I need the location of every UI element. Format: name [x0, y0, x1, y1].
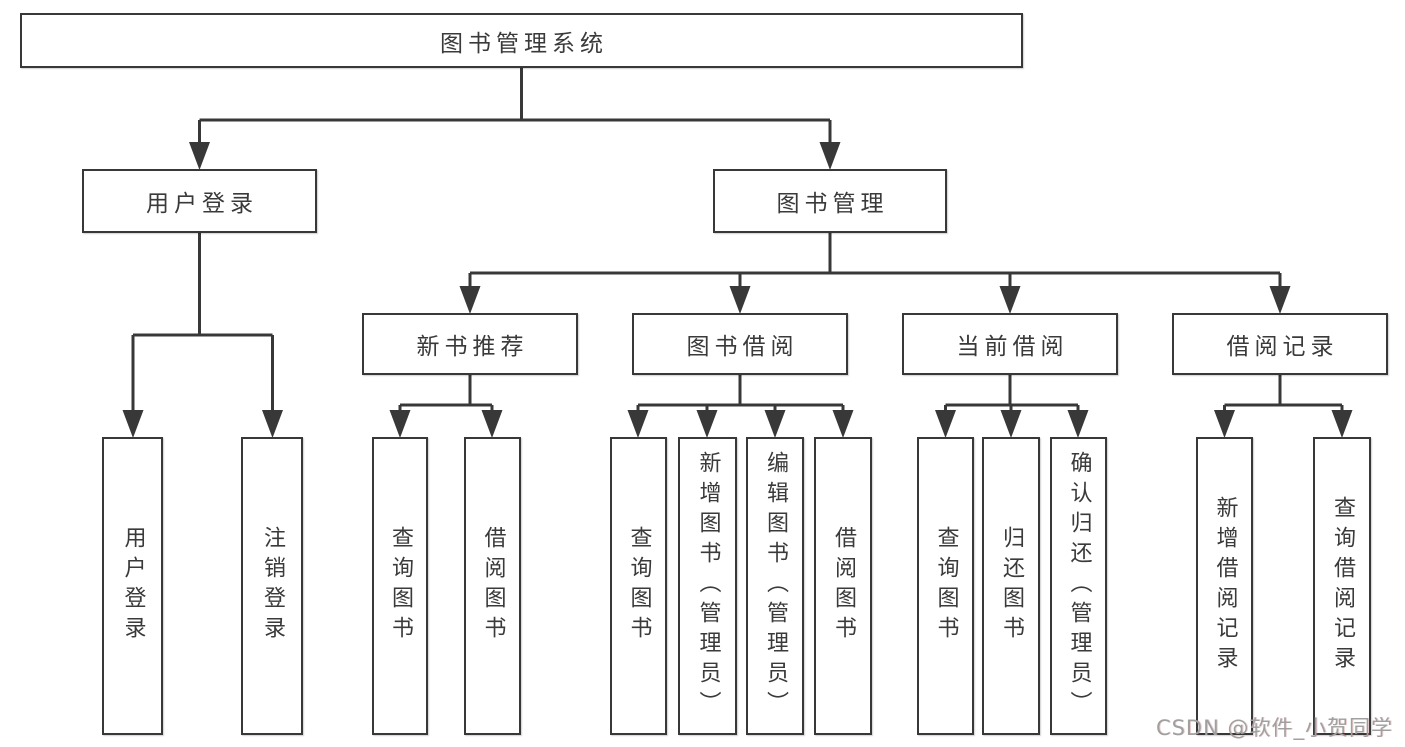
leaf-add-borrow-record-label: 新增借阅记录	[1212, 496, 1238, 676]
arrowhead-icon	[627, 410, 649, 438]
node-book-borrowing: 图书借阅	[632, 313, 848, 375]
arrowhead-icon	[459, 286, 481, 314]
branch-current	[935, 375, 1089, 438]
arrowhead-icon	[1214, 410, 1235, 438]
branch-book-management	[459, 233, 1291, 314]
arrowhead-icon	[1331, 410, 1353, 438]
node-current-borrowing: 当前借阅	[902, 313, 1118, 375]
arrowhead-icon	[389, 410, 411, 438]
node-root: 图书管理系统	[20, 13, 1023, 68]
arrowhead-icon	[729, 286, 751, 314]
node-borrowing-records: 借阅记录	[1172, 313, 1388, 375]
node-book-borrowing-label: 图书借阅	[686, 334, 799, 360]
leaf-return-books: 归还图书	[982, 437, 1040, 735]
node-new-book-recommend: 新书推荐	[362, 313, 578, 375]
leaf-return-books-label: 归还图书	[999, 526, 1024, 646]
arrowhead-icon	[262, 410, 283, 438]
branch-borrowing	[627, 375, 854, 438]
leaf-edit-books-admin: 编辑图书（管理员）	[746, 437, 804, 735]
leaf-borrow-books-recommend: 借阅图书	[464, 437, 521, 735]
leaf-confirm-return-admin-label: 确认归还（管理员）	[1066, 451, 1092, 721]
arrowhead-icon	[481, 410, 503, 438]
leaf-query-books-recommend-label: 查询图书	[388, 526, 413, 646]
leaf-borrow-books-recommend-label: 借阅图书	[480, 526, 506, 646]
node-current-borrowing-label: 当前借阅	[956, 334, 1069, 360]
leaf-add-books-admin-label: 新增图书（管理员）	[695, 451, 721, 721]
node-root-label: 图书管理系统	[440, 30, 608, 57]
leaf-query-books-borrow-label: 查询图书	[626, 526, 652, 646]
leaf-borrow-books-label: 借阅图书	[831, 526, 856, 646]
leaf-query-books-current-label: 查询图书	[933, 526, 959, 646]
arrowhead-icon	[1269, 286, 1291, 314]
branch-recommend	[389, 375, 503, 438]
arrowhead-icon	[764, 410, 786, 438]
arrowhead-icon	[819, 142, 841, 170]
arrowhead-icon	[1000, 410, 1022, 438]
node-borrowing-records-label: 借阅记录	[1226, 334, 1339, 360]
arrowhead-icon	[832, 410, 854, 438]
arrowhead-icon	[1067, 410, 1089, 438]
node-user-login: 用户登录	[82, 169, 317, 233]
node-book-management: 图书管理	[713, 169, 947, 233]
leaf-confirm-return-admin: 确认归还（管理员）	[1050, 437, 1107, 735]
leaf-query-books-recommend: 查询图书	[372, 437, 428, 735]
leaf-query-books-borrow: 查询图书	[610, 437, 667, 735]
branch-records	[1214, 375, 1353, 438]
leaf-query-borrow-record-label: 查询借阅记录	[1330, 496, 1355, 676]
arrowhead-icon	[122, 410, 144, 438]
arrowhead-icon	[189, 142, 210, 170]
node-book-management-label: 图书管理	[776, 191, 889, 217]
branch-user-login	[122, 233, 283, 438]
arrowhead-icon	[999, 286, 1021, 314]
leaf-add-books-admin: 新增图书（管理员）	[678, 437, 737, 735]
node-new-book-recommend-label: 新书推荐	[416, 334, 529, 360]
leaf-logout-label: 注销登录	[260, 526, 285, 646]
leaf-user-login-label: 用户登录	[120, 526, 146, 646]
branch-root	[189, 68, 841, 170]
leaf-logout: 注销登录	[241, 437, 303, 735]
leaf-edit-books-admin-label: 编辑图书（管理员）	[763, 451, 788, 721]
leaf-add-borrow-record: 新增借阅记录	[1196, 437, 1253, 735]
leaf-query-books-current: 查询图书	[917, 437, 974, 735]
watermark: CSDN @软件_小贺同学	[1155, 716, 1393, 740]
node-user-login-label: 用户登录	[146, 191, 258, 217]
leaf-query-borrow-record: 查询借阅记录	[1313, 437, 1371, 735]
arrowhead-icon	[935, 410, 956, 438]
leaf-borrow-books: 借阅图书	[814, 437, 872, 735]
arrowhead-icon	[696, 410, 718, 438]
leaf-user-login: 用户登录	[102, 437, 163, 735]
